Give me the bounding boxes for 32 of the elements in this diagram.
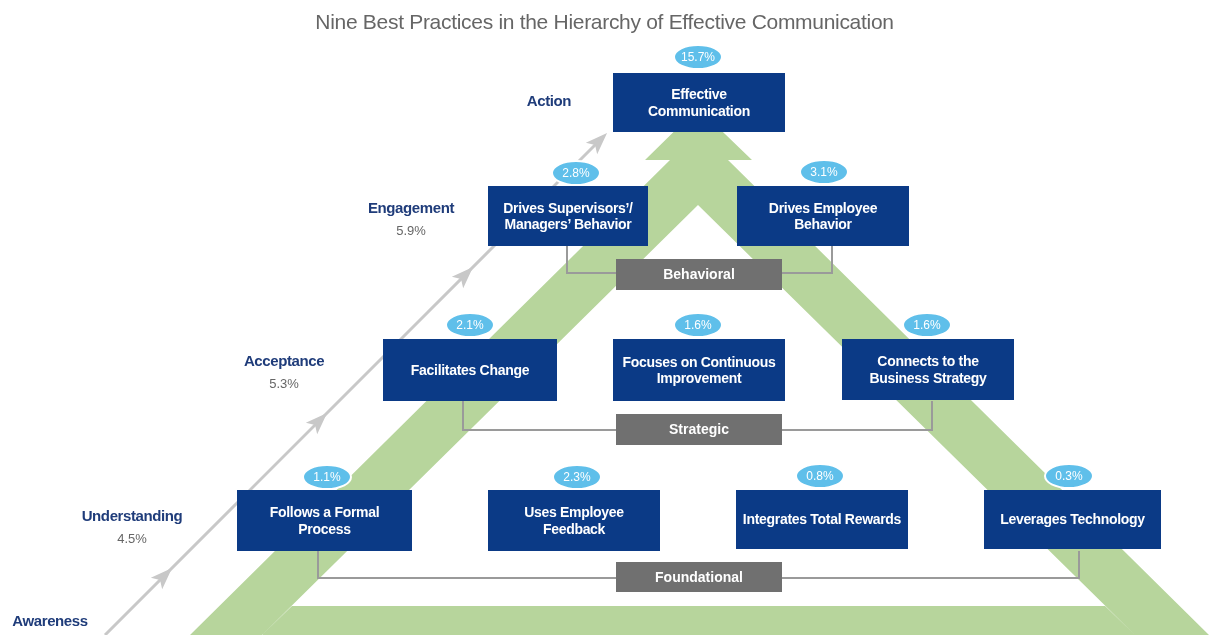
percent-badge: 2.3% [552, 464, 602, 490]
practice-box: Focuses on Continuous Improvement [613, 339, 785, 401]
practice-box: Uses Employee Feedback [488, 490, 660, 551]
percent-badge: 3.1% [799, 159, 849, 185]
stage-label: Acceptance [243, 352, 325, 369]
stage-label: Engagement [368, 199, 454, 216]
practice-box: Facilitates Change [383, 339, 557, 401]
practice-box: Drives Supervisors’/ Managers’ Behavior [488, 186, 648, 246]
tier-label: Foundational [616, 562, 782, 592]
percent-badge: 2.8% [551, 160, 601, 186]
stage-label: Action [526, 92, 572, 109]
stage-label: Understanding [81, 507, 183, 524]
percentage-label: 5.9% [396, 223, 426, 238]
stage-label: Awareness [12, 612, 88, 629]
percent-badge: 1.6% [902, 312, 952, 338]
percent-badge: 2.1% [445, 312, 495, 338]
practice-box: Connects to the Business Strategy [842, 339, 1014, 400]
percentage-label: 5.3% [269, 376, 299, 391]
percent-badge: 1.6% [673, 312, 723, 338]
tier-label: Behavioral [616, 259, 782, 290]
percent-badge: 0.3% [1044, 463, 1094, 489]
tier-label: Strategic [616, 414, 782, 445]
practice-box: Effective Communication [613, 73, 785, 132]
percentage-label: 4.5% [117, 531, 147, 546]
practice-box: Follows a Formal Process [237, 490, 412, 551]
percent-badge: 1.1% [302, 464, 352, 490]
practice-box: Integrates Total Rewards [736, 490, 908, 549]
percent-badge: 0.8% [795, 463, 845, 489]
title: Nine Best Practices in the Hierarchy of Effective Communication [314, 10, 895, 34]
practice-box: Leverages Technology [984, 490, 1161, 549]
percent-badge: 15.7% [673, 44, 723, 70]
practice-box: Drives Employee Behavior [737, 186, 909, 246]
